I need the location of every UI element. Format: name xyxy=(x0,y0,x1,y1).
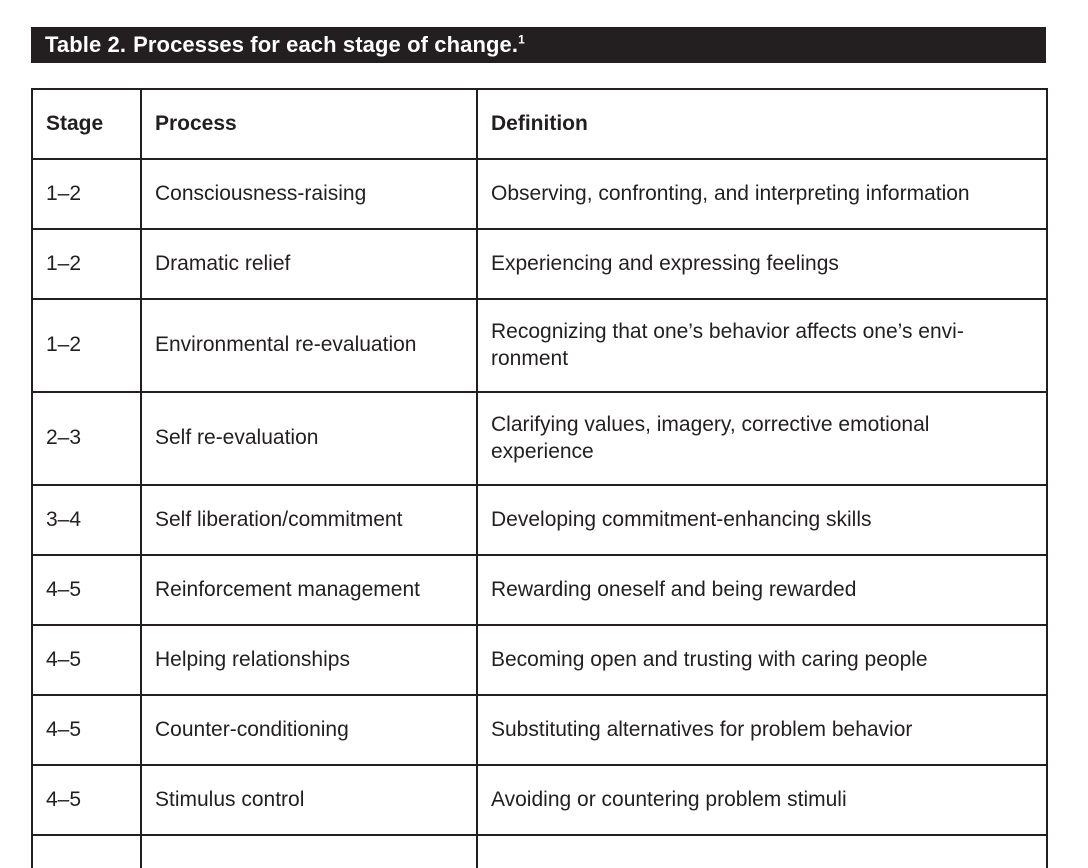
definition-line: Clarifying values, imagery, corrective e… xyxy=(491,412,930,436)
cell-definition: Substituting alternatives for problem be… xyxy=(476,694,1048,766)
definition-line: Becoming open and trusting with caring p… xyxy=(491,647,928,671)
cell-process: Consciousness-raising xyxy=(140,158,478,230)
cell-process xyxy=(140,834,478,868)
cell-definition: Becoming open and trusting with caring p… xyxy=(476,624,1048,696)
table-title-label: Table 2. xyxy=(45,32,127,57)
cell-definition: Experiencing and expressing feelings xyxy=(476,228,1048,300)
definition-line: Observing, confronting, and interpreting… xyxy=(491,181,970,205)
cell-stage: 4–5 xyxy=(31,694,142,766)
cell-process: Self liberation/commitment xyxy=(140,484,478,556)
cell-definition: Developing commitment-enhancing skills xyxy=(476,484,1048,556)
definition-line: experience xyxy=(491,439,594,463)
cell-stage xyxy=(31,834,142,868)
cell-stage: 4–5 xyxy=(31,554,142,626)
definition-line: Experiencing and expressing feelings xyxy=(491,251,839,275)
cell-process: Environmental re-evaluation xyxy=(140,298,478,393)
cell-definition xyxy=(476,834,1048,868)
cell-process: Helping relationships xyxy=(140,624,478,696)
cell-stage: 1–2 xyxy=(31,228,142,300)
table-title: Table 2.Processes for each stage of chan… xyxy=(45,32,525,58)
definition-line: Rewarding oneself and being rewarded xyxy=(491,577,857,601)
cell-process: Self re-evaluation xyxy=(140,391,478,486)
definition-line: ronment xyxy=(491,346,569,370)
cell-stage: 1–2 xyxy=(31,298,142,393)
cell-stage: 4–5 xyxy=(31,764,142,836)
cell-definition: Rewarding oneself and being rewarded xyxy=(476,554,1048,626)
cell-definition: Recognizing that one’s behavior affects … xyxy=(476,298,1048,393)
cell-process: Stimulus control xyxy=(140,764,478,836)
table-title-footnote-marker: 1 xyxy=(518,32,525,47)
cell-process: Counter-conditioning xyxy=(140,694,478,766)
definition-line: Recognizing that one’s behavior affects … xyxy=(491,319,964,343)
cell-definition: Avoiding or countering problem stimuli xyxy=(476,764,1048,836)
table-row-partial xyxy=(31,834,1048,868)
definition-line: Developing commitment-enhancing skills xyxy=(491,507,872,531)
table-header: Stage Process Definition xyxy=(31,88,1048,160)
cell-stage: 2–3 xyxy=(31,391,142,486)
cell-stage: 1–2 xyxy=(31,158,142,230)
column-header-stage: Stage xyxy=(31,88,142,160)
table-title-bar: Table 2.Processes for each stage of chan… xyxy=(31,27,1046,63)
definition-line: Avoiding or countering problem stimuli xyxy=(491,787,847,811)
column-header-process: Process xyxy=(140,88,478,160)
definition-line: Substituting alternatives for problem be… xyxy=(491,717,913,741)
cell-definition: Clarifying values, imagery, corrective e… xyxy=(476,391,1048,486)
cell-stage: 3–4 xyxy=(31,484,142,556)
column-header-definition: Definition xyxy=(476,88,1048,160)
cell-process: Reinforcement management xyxy=(140,554,478,626)
cell-definition: Observing, confronting, and interpreting… xyxy=(476,158,1048,230)
table-header-row: Stage Process Definition xyxy=(31,88,1048,160)
cell-process: Dramatic relief xyxy=(140,228,478,300)
table-title-main: Processes for each stage of change. xyxy=(133,32,519,57)
cell-stage: 4–5 xyxy=(31,624,142,696)
